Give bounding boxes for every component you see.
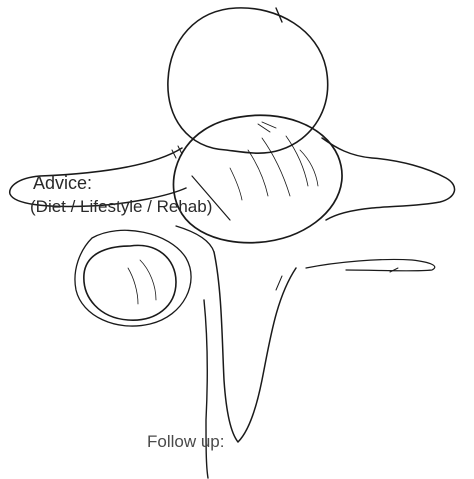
left-circle-shading	[128, 260, 156, 304]
central-top-hatch	[258, 122, 276, 132]
advice-label: Advice:	[33, 173, 92, 194]
central-shading-2	[248, 150, 268, 196]
right-process-inner	[306, 259, 435, 270]
right-process-tick	[390, 268, 398, 272]
upper-oval-outline	[168, 8, 328, 153]
central-shading-1	[262, 138, 290, 196]
spinous-process-tick	[276, 276, 282, 290]
left-connector	[176, 226, 214, 252]
left-circle-outline	[84, 245, 176, 320]
spinous-process-outline	[214, 252, 296, 442]
advice-subtitle: (Diet / Lifestyle / Rehab)	[30, 197, 212, 217]
central-shading-5	[230, 168, 242, 200]
central-shading-3	[286, 136, 308, 186]
followup-label: Follow up:	[147, 432, 224, 452]
